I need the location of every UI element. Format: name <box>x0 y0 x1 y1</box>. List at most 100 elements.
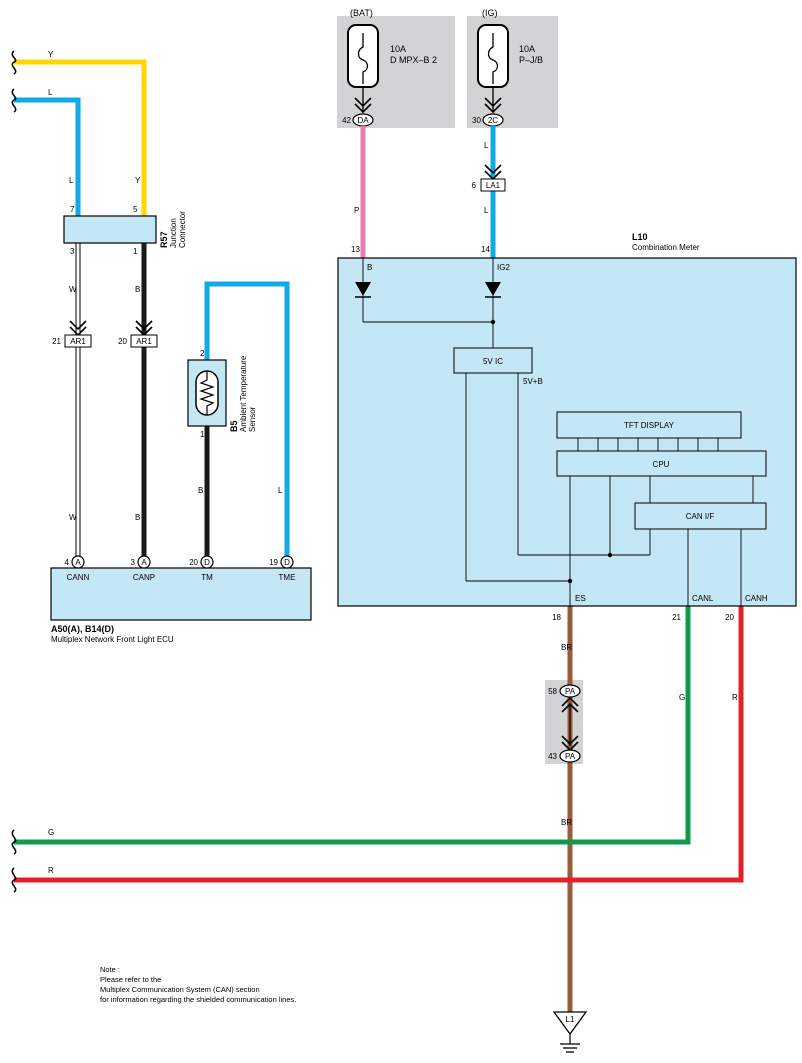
fuse-ig-name: P–J/B <box>519 55 543 65</box>
junction-pin-7: 7 <box>70 205 75 214</box>
meter-5v-ic: 5V IC <box>483 357 503 366</box>
sensor-name-2: Sensor <box>248 406 257 432</box>
fuse-bat-label: (BAT) <box>350 8 373 18</box>
pin-21-ar1: 21 <box>52 337 61 346</box>
meter-cpu: CPU <box>653 460 670 469</box>
meter-tft-display: TFT DISPLAY <box>624 421 675 430</box>
note-line-3: Multiplex Communication System (CAN) sec… <box>100 985 260 994</box>
pin-42: 42 <box>342 116 351 125</box>
wire-b-canp: B B <box>135 243 147 558</box>
wire-r-label-left: R <box>48 866 54 875</box>
ambient-sensor: 2 1 B5 Ambient Temperature Sensor <box>187 349 257 439</box>
wire-g-label-right: G <box>679 693 685 702</box>
pin-30: 30 <box>472 116 481 125</box>
sensor-pin-2: 2 <box>200 349 205 358</box>
meter-can-if: CAN I/F <box>686 512 715 521</box>
wire-w: W W <box>69 243 81 558</box>
conn-la1: LA1 6 <box>472 178 506 192</box>
ecu-label-cann: CANN <box>67 573 90 582</box>
wire-r: R R <box>11 606 744 893</box>
conn-ar1-b: AR1 20 <box>118 320 158 348</box>
conn-pa-top-label: PA <box>565 687 576 696</box>
sensor-code: B5 <box>229 420 239 432</box>
fuse-bat: (BAT) 10A D MPX–B 2 DA 42 <box>337 8 455 128</box>
diode-ig2 <box>485 282 501 298</box>
wire-l-ig-label-bot: L <box>484 206 489 215</box>
ecu-pin-3: 3 <box>131 558 136 567</box>
meter-label-canh: CANH <box>745 594 768 603</box>
ecu-label-tm: TM <box>201 573 213 582</box>
meter-code: L10 <box>632 232 648 242</box>
wire-r-label-right: R <box>732 693 738 702</box>
junction-connector: 7 5 3 1 R57 Junction Connector <box>63 205 187 256</box>
pin-43: 43 <box>548 752 557 761</box>
wire-y-label-mid: Y <box>135 176 141 185</box>
wire-w-label-bot: W <box>69 513 77 522</box>
meter-label-es: ES <box>575 594 586 603</box>
wire-g-label-left: G <box>48 828 54 837</box>
conn-ar1-w-label: AR1 <box>70 337 86 346</box>
meter-label-ig2: IG2 <box>497 263 510 272</box>
fuse-ig: (IG) 10A P–J/B 2C 30 <box>467 8 558 128</box>
pin-20-ar1: 20 <box>118 337 127 346</box>
wire-br-label-bot: BR <box>561 818 572 827</box>
meter-pin-14: 14 <box>481 245 490 254</box>
wire-y-label-top: Y <box>48 50 54 59</box>
ecu-pin-20: 20 <box>189 558 198 567</box>
front-light-ecu: A 4 CANN A 3 CANP D 20 TM D 19 TME A50(A… <box>50 555 312 644</box>
conn-da-label: DA <box>357 116 369 125</box>
wire-sensor-l-label: L <box>278 486 283 495</box>
junction-pin-3: 3 <box>70 247 75 256</box>
ecu-pin-19-conn: D <box>284 558 290 567</box>
junction-pin-5: 5 <box>133 205 138 214</box>
pin-6: 6 <box>472 181 477 190</box>
note-line-1: Note : <box>100 965 120 974</box>
combination-meter: L10 Combination Meter 13 14 B IG2 <box>337 232 797 622</box>
ecu-pin-19: 19 <box>269 558 278 567</box>
wire-l-label-mid: L <box>69 176 74 185</box>
wire-sensor-l: L <box>204 281 290 558</box>
wire-w-label-top: W <box>69 285 77 294</box>
wire-br: BR BR <box>561 606 573 1012</box>
meter-pin-18: 18 <box>552 613 561 622</box>
junction-pin-1: 1 <box>133 247 138 256</box>
ecu-pin-3-conn: A <box>141 558 147 567</box>
conn-2c-label: 2C <box>488 116 498 125</box>
wire-l-label-top: L <box>48 88 53 97</box>
ground-code: L1 <box>566 1015 575 1024</box>
wire-l-ig: L L <box>484 126 502 258</box>
ecu-label-tme: TME <box>279 573 296 582</box>
wire-br-label-top: BR <box>561 643 572 652</box>
ecu-pin-4-conn: A <box>75 558 81 567</box>
meter-pin-20: 20 <box>725 613 734 622</box>
note-line-2: Please refer to the <box>100 975 161 984</box>
meter-pin-13: 13 <box>351 245 360 254</box>
wire-y: Y Y <box>11 50 147 216</box>
diode-b <box>355 282 371 298</box>
junction-name-1: Junction <box>169 218 178 248</box>
conn-ar1-w: AR1 21 <box>52 320 92 348</box>
meter-pin-21: 21 <box>672 613 681 622</box>
fuse-ig-label: (IG) <box>482 8 498 18</box>
ecu-pin-20-conn: D <box>204 558 210 567</box>
note: Note : Please refer to the Multiplex Com… <box>100 965 296 1004</box>
conn-pa: PA 58 PA 43 <box>545 680 583 764</box>
note-line-4: for information regarding the shielded c… <box>100 995 296 1004</box>
meter-label-b: B <box>367 263 372 272</box>
conn-la1-label: LA1 <box>486 181 501 190</box>
wire-b-label-top: B <box>135 285 140 294</box>
wire-sensor-b: B <box>198 426 210 558</box>
wire-l-left: L L <box>11 88 81 216</box>
ground-icon <box>552 1011 588 1036</box>
wire-g: G G <box>11 606 691 855</box>
meter-5v-b: 5V+B <box>523 377 543 386</box>
sensor-pin-1: 1 <box>200 430 205 439</box>
conn-ar1-b-label: AR1 <box>136 337 152 346</box>
conn-pa-bot-label: PA <box>565 752 576 761</box>
ecu-label-canp: CANP <box>133 573 155 582</box>
ecu-name: Multiplex Network Front Light ECU <box>51 635 174 644</box>
junction-name-2: Connector <box>178 211 187 248</box>
meter-label-canl: CANL <box>692 594 714 603</box>
ecu-code: A50(A), B14(D) <box>51 624 114 634</box>
